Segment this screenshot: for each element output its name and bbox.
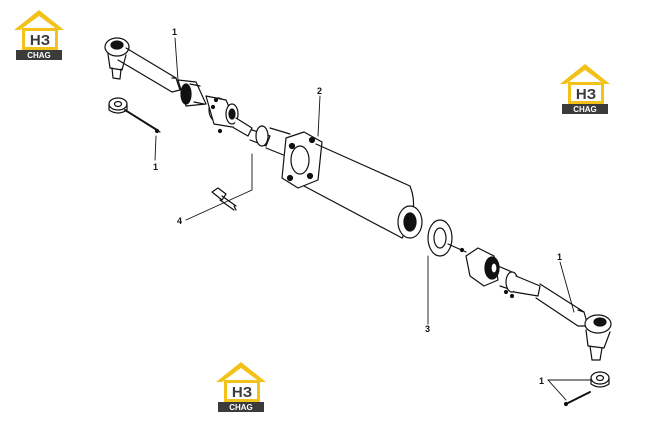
logo-mark: НЗ (576, 86, 596, 103)
logo-subtext: CHAG (229, 403, 253, 412)
callout-2: 2 (317, 86, 322, 96)
central-tube (249, 125, 423, 239)
house-logo-icon: НЗ CHAG (14, 10, 64, 60)
left-tie-rod-end (104, 37, 181, 93)
bolt (211, 187, 237, 211)
right-tie-rod-end (584, 314, 612, 361)
logo-mark: НЗ (30, 32, 50, 49)
callout-4: 4 (177, 216, 182, 226)
callout-1-bottom: 1 (539, 376, 544, 386)
callout-3: 3 (425, 324, 430, 334)
left-clamp (177, 79, 253, 137)
callout-1-right: 1 (557, 252, 562, 262)
logo-subtext: CHAG (27, 51, 51, 60)
seal-ring (427, 219, 467, 257)
right-tie-rod (535, 283, 589, 327)
logo-bottom-center: НЗ CHAG (212, 360, 270, 414)
callout-1-top: 1 (172, 27, 177, 37)
logo-top-left: НЗ CHAG (10, 8, 68, 62)
right-nut-and-pin (563, 371, 610, 407)
house-logo-icon: НЗ CHAG (560, 64, 610, 114)
logo-subtext: CHAG (573, 105, 597, 114)
logo-mark: НЗ (232, 384, 252, 401)
house-logo-icon: НЗ CHAG (216, 362, 266, 412)
leader-lines (154, 37, 593, 401)
left-nut-and-pin (108, 97, 161, 134)
logo-top-right: НЗ CHAG (556, 62, 614, 116)
callout-1-left: 1 (153, 162, 158, 172)
right-clamp (465, 247, 541, 299)
